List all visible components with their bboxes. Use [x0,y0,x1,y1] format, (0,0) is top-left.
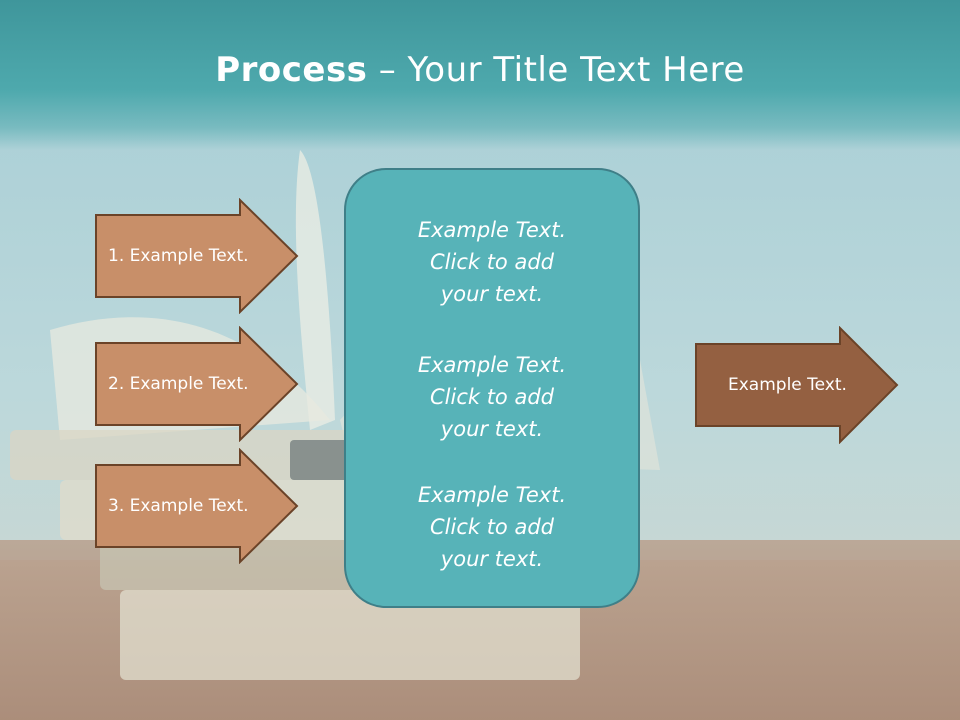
process-arrow-2-label: 2. Example Text. [108,374,249,394]
slide-title[interactable]: Process – Your Title Text Here [0,50,960,90]
process-arrow-3[interactable]: 3. Example Text. [94,447,300,565]
title-rest-text: – Your Title Text Here [367,50,745,90]
center-text-line: Example Text. [417,483,567,507]
center-text-line: your text. [440,547,544,571]
center-text-line: Click to add [429,250,554,274]
center-text-block-1: Example Text. Click to add your text. [346,214,638,310]
result-arrow-label: Example Text. [728,375,847,395]
center-text-line: Example Text. [417,218,567,242]
process-arrow-3-label: 3. Example Text. [108,496,249,516]
process-arrow-2[interactable]: 2. Example Text. [94,325,300,443]
center-text-box[interactable]: Example Text. Click to add your text. Ex… [344,168,640,608]
center-text-block-3: Example Text. Click to add your text. [346,479,638,575]
center-text-line: Example Text. [417,353,567,377]
result-arrow[interactable]: Example Text. [694,325,900,445]
center-text-line: Click to add [429,385,554,409]
center-text-block-2: Example Text. Click to add your text. [346,349,638,445]
process-arrow-1-label: 1. Example Text. [108,246,249,266]
process-arrow-1[interactable]: 1. Example Text. [94,197,300,315]
title-bar [0,0,960,150]
center-text-line: your text. [440,417,544,441]
center-text-line: your text. [440,282,544,306]
title-bold-text: Process [215,50,368,90]
center-text-line: Click to add [429,515,554,539]
